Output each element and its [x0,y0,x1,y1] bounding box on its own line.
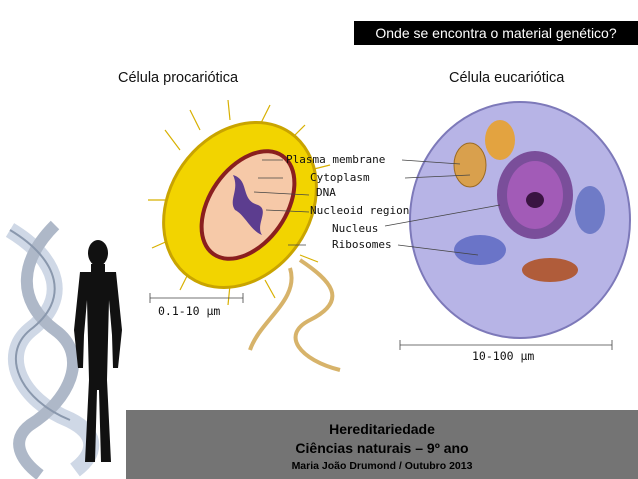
footer-author: Maria João Drumond / Outubro 2013 [126,460,638,472]
label-nucleus: Nucleus [332,222,378,235]
eukaryote-illustration [385,102,630,350]
label-dna: DNA [316,186,336,199]
scale-eukaryote: 10-100 µm [472,349,534,363]
label-ribosomes: Ribosomes [332,238,392,251]
scale-prokaryote: 0.1-10 µm [158,304,220,318]
label-plasma-membrane: Plasma membrane [286,153,385,166]
footer-subtitle: Ciências naturais – 9º ano [126,440,638,456]
footer-title: Hereditariedade [126,421,638,437]
footer-panel: Hereditariedade Ciências naturais – 9º a… [126,410,638,479]
label-nucleoid-region: Nucleoid region [310,204,409,217]
label-cytoplasm: Cytoplasm [310,171,370,184]
